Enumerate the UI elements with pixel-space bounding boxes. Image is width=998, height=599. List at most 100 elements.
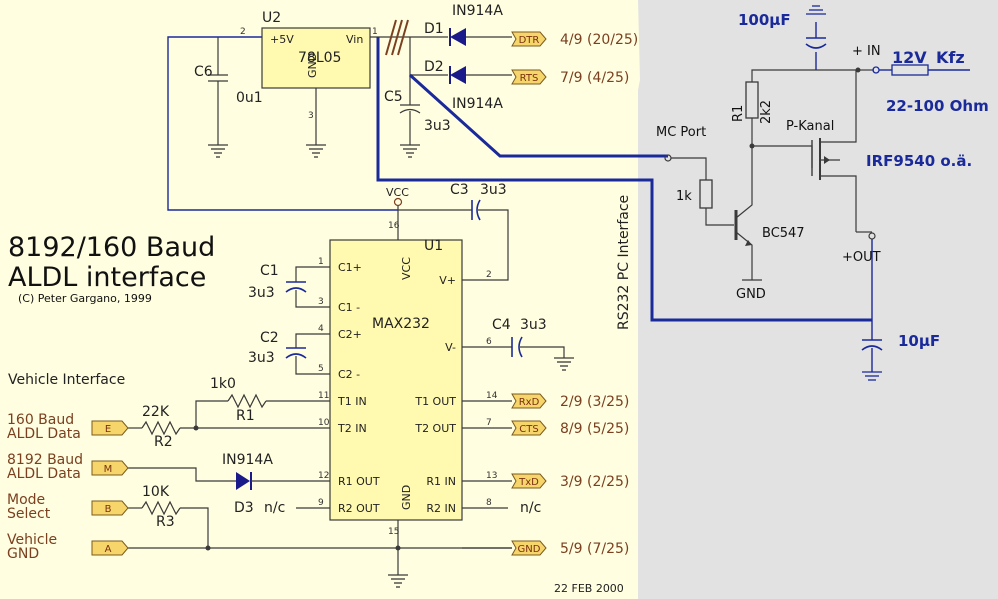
pullup-ref: R1: [731, 105, 746, 122]
rs232-connector-tag: [511, 69, 547, 85]
supply-name: Kfz: [936, 48, 965, 67]
ic-pin-number: 4: [318, 324, 324, 334]
r1-zigzag: [227, 393, 267, 409]
regulator-pin-gnd: GND: [306, 53, 319, 78]
d1-part: IN914A: [452, 3, 503, 19]
rs232-side-label: RS232 PC Interface: [616, 195, 632, 330]
cap-10uf-label: 10µF: [898, 332, 940, 350]
ic-vcc-label: VCC: [400, 257, 413, 280]
regulator-body: [261, 27, 371, 89]
c6-value: 0u1: [236, 90, 263, 106]
ic-pin-number: 5: [318, 364, 324, 374]
dtr-to-mcport-wire: [408, 73, 668, 158]
ic-pin-number: 3: [318, 297, 324, 307]
cut-mark-3: [397, 19, 409, 56]
vehicle-label-1: 8192 Baud: [7, 452, 83, 468]
title-credit: (C) Peter Gargano, 1999: [18, 292, 152, 305]
r3-ref: R3: [156, 514, 175, 530]
vehicle-label-1: 160 Baud: [7, 412, 74, 428]
c4-right-wire: [520, 346, 565, 358]
c2-bottom-wire: [295, 356, 330, 375]
c3-ref: C3: [450, 182, 469, 198]
ic-pin-number: 10: [318, 418, 330, 428]
c3-value: 3u3: [480, 182, 507, 198]
mosfet-drain: [820, 175, 857, 232]
mosfet-source: [820, 70, 857, 143]
regulator-pin-1: 1: [372, 27, 378, 37]
diode-d2: [449, 66, 466, 84]
r2-zigzag: [141, 420, 181, 436]
m-wire: [128, 467, 236, 482]
vehicle-tag-label: A: [105, 544, 112, 555]
vcc-rail-node: [393, 197, 403, 207]
rs232-tag-label: CTS: [519, 424, 538, 435]
ground-symbol-c6: [208, 144, 228, 158]
c3-plate-right: [476, 199, 481, 221]
transistor-label: BC547: [762, 226, 805, 241]
rs232-connector-tag: [511, 393, 547, 409]
r3-right-wire: [180, 507, 209, 548]
vehicle-label-1: Mode: [7, 492, 45, 508]
vehicle-label-1: Vehicle: [7, 532, 57, 548]
vehicle-label-2: GND: [7, 546, 39, 562]
ground-symbol-c5: [400, 144, 420, 158]
ic-pin-name: R1 OUT: [338, 475, 380, 488]
plus-out-label: +OUT: [842, 250, 881, 265]
rs232-tag-label: GND: [518, 544, 541, 555]
cut-mark-1: [385, 19, 397, 56]
c1-plate-bottom: [285, 287, 307, 293]
ic-pin-number: 13: [486, 471, 497, 481]
cap-100uf-label: 100µF: [738, 11, 791, 29]
ic-pin-number: 1: [318, 257, 324, 267]
rs232-connector-tag: [511, 420, 547, 436]
c1-bottom-wire: [295, 290, 330, 308]
rs232-pin-label: 8/9 (5/25): [560, 421, 629, 437]
supply-to-r1-wire: [751, 69, 858, 82]
c4-plate-right: [518, 336, 523, 358]
ground-symbol-10uf: [862, 371, 882, 381]
r3-zigzag: [141, 500, 181, 516]
ground-symbol-100uf: [806, 5, 826, 15]
c3-right-wire: [462, 209, 509, 281]
vcc-supply-wire: [167, 36, 398, 211]
vehicle-label-2: ALDL Data: [7, 426, 81, 442]
ic-pin-name: T2 OUT: [414, 422, 456, 435]
transistor-collector: [735, 148, 753, 219]
c5-plate-bottom: [399, 108, 421, 114]
nc-right: n/c: [520, 500, 541, 516]
c5-ref: C5: [384, 89, 403, 105]
ground-symbol-regulator: [306, 144, 326, 158]
vehicle-tag-label: E: [105, 424, 111, 435]
ic-pin-16: 16: [388, 221, 400, 231]
p-kanal-label: P-Kanal: [786, 119, 834, 134]
mc-base-wire: [671, 157, 707, 180]
ic-pin-name: T2 IN: [337, 422, 367, 435]
ic-pin-name: C2 -: [338, 368, 360, 381]
c1-ref: C1: [260, 263, 279, 279]
c1-top-wire: [295, 266, 330, 282]
regulator-ref: U2: [262, 10, 281, 26]
ic-pin-number: 9: [318, 498, 324, 508]
diode-d1: [449, 28, 466, 46]
d2-part: IN914A: [452, 96, 503, 112]
ic-name: MAX232: [372, 316, 430, 332]
ic-pin-name: R1 IN: [426, 475, 456, 488]
emitter-arrow: [745, 240, 752, 246]
ground-symbol-c4: [554, 357, 574, 371]
rs232-pin-label: 2/9 (3/25): [560, 394, 629, 410]
base-wire: [705, 208, 734, 226]
ic-pin-number: 11: [318, 391, 329, 401]
rs232-tag-label: DTR: [519, 35, 540, 46]
c5-value: 3u3: [424, 118, 451, 134]
vehicle-label-2: Select: [7, 506, 51, 522]
ic-pin-name: C1 -: [338, 301, 360, 314]
c2-ref: C2: [260, 330, 279, 346]
date-label: 22 FEB 2000: [554, 582, 624, 595]
nc-left: n/c: [264, 500, 285, 516]
c100-plate-bottom: [805, 43, 827, 49]
mc-port-label: MC Port: [656, 125, 706, 140]
